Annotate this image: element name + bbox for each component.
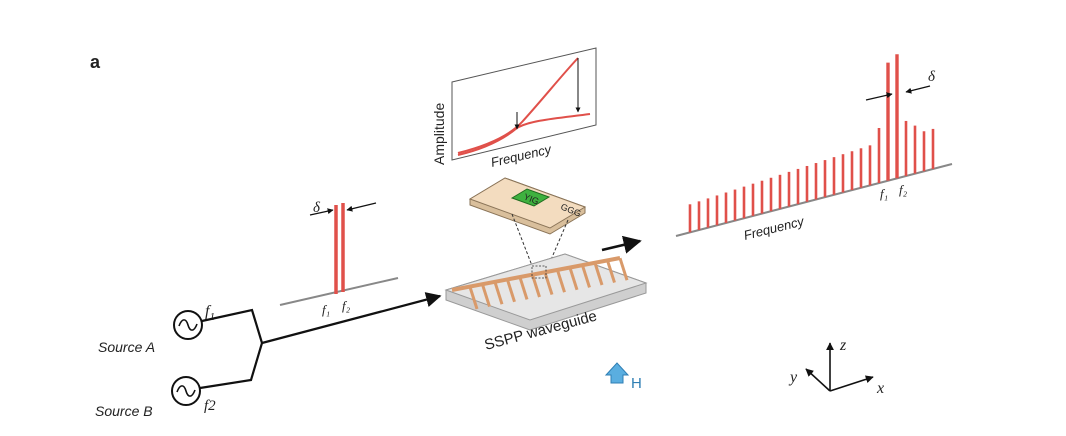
output-delta-label: δ [928,69,936,85]
output-xlabel: Frequency [742,213,807,243]
inset-plot: Amplitude Frequency [431,47,597,170]
z-axis-label: z [839,337,847,354]
waveguide-fingers [468,257,629,310]
field-label: H [631,375,642,392]
input-spectrum: δ f₁ f₂ [279,200,399,317]
waveguide-finger [618,257,629,281]
y-axis [805,368,831,392]
magnetic-field-indicator: H [604,362,642,392]
sspp-waveguide: SSPP waveguide [444,253,648,354]
sine-wave-b-icon [176,385,196,397]
source-a-freq: f1 [205,303,215,323]
output-f1-label: f₁ [880,186,888,201]
waveguide-finger [493,281,504,305]
field-arrow-icon [604,362,630,384]
output-comb-lines [688,54,935,233]
waveguide-finger [543,272,554,296]
input-arrow [261,292,442,345]
source-a: Source A f1 [98,303,215,355]
chip-location-box [531,265,547,279]
source-b: Source B f2 [95,376,216,419]
output-arrow [601,235,642,254]
waveguide-finger [568,267,579,291]
delta-right-arrow [346,202,377,212]
waveguide-finger [531,274,541,298]
waveguide-finger [606,260,616,284]
input-delta-label: δ [313,200,321,216]
yig-square [510,188,551,207]
waveguide-finger [593,262,604,286]
waveguide-finger [518,276,529,300]
sine-wave-a-icon [178,319,198,331]
inset-ylabel: Amplitude [431,103,447,165]
waveguide-finger [556,269,566,293]
waveguide-finger [581,264,591,288]
source-b-freq: f2 [204,398,216,414]
x-axis-label: x [876,380,884,397]
inset-frame [451,47,597,161]
source-a-label: Source A [98,339,155,355]
out-delta-left-arrow [865,92,893,101]
yig-chip: YIG GGG [468,177,587,235]
waveguide-finger [506,279,516,303]
waveguide-finger [468,286,479,310]
input-f2-label: f₂ [342,298,351,313]
delta-left-arrow [309,208,334,216]
panel-label: a [90,52,101,72]
waveguide-strip [451,256,621,292]
input-f1-label: f₁ [322,302,330,317]
out-delta-right-arrow [905,85,931,94]
hysteresis-upper-curve [457,57,579,154]
waveguide-finger [481,284,491,308]
output-baseline [675,163,953,237]
output-f2-label: f₂ [899,182,908,197]
coordinate-axes: z y x [788,337,884,397]
x-axis [829,375,874,392]
source-b-label: Source B [95,403,153,419]
input-baseline [279,277,399,306]
y-axis-label: y [788,369,798,386]
output-spectrum: δ Frequency f₁ f₂ [675,54,953,243]
